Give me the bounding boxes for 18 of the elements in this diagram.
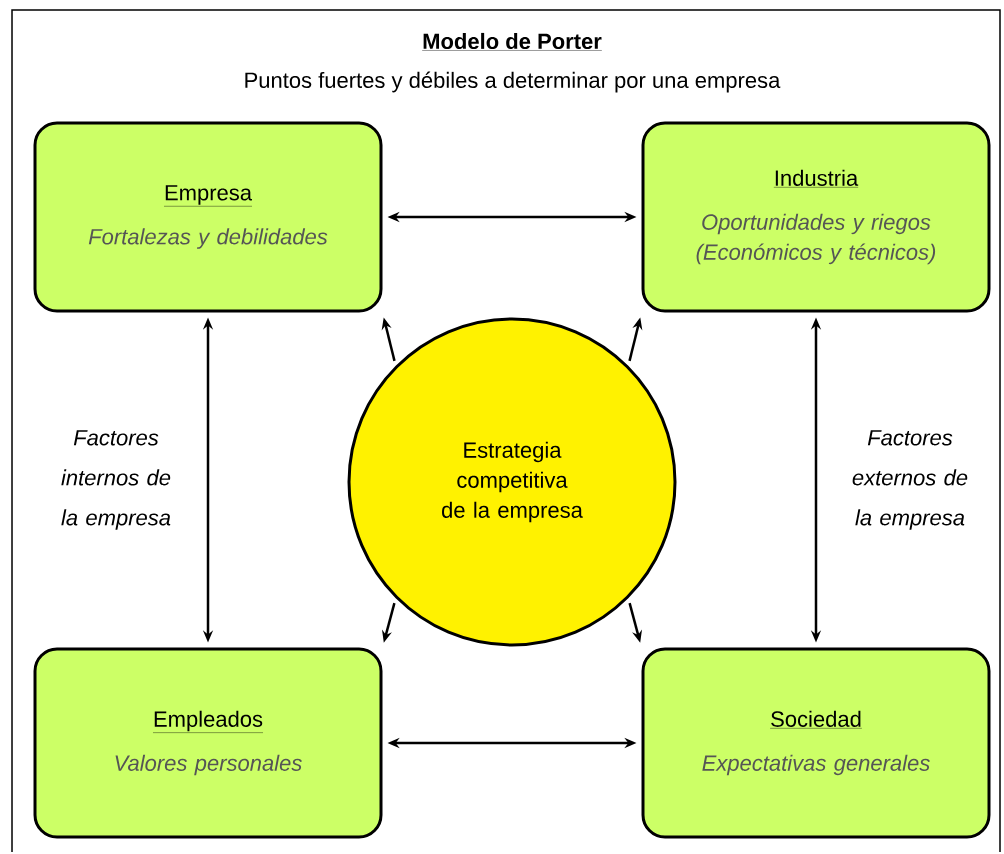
box-heading: Empleados [152,710,264,733]
side-label: Factores externos de la empresa [852,430,968,530]
box-text: Expectativas generales [702,754,930,776]
box-text: Valores personales [115,754,302,776]
process-box [641,121,991,313]
process-box [33,121,383,313]
box-heading: Sociedad [769,710,863,729]
title: Modelo de Porter [421,32,603,51]
side-label: Factores internos de la empresa [61,430,171,530]
circle-text: Estrategia competitiva de la empresa [442,441,583,523]
box-text: Oportunidades y riegos (Económicos y técnicos) [696,213,936,265]
circle [347,317,677,647]
process-box [641,647,991,839]
box-heading: Empresa [163,185,253,207]
subtitle: Puntos fuertes y débiles a determinar por una empresa [245,71,781,93]
box-heading: Industria [773,169,859,188]
process-box [33,647,383,839]
box-text: Fortalezas y debilidades [88,228,328,249]
